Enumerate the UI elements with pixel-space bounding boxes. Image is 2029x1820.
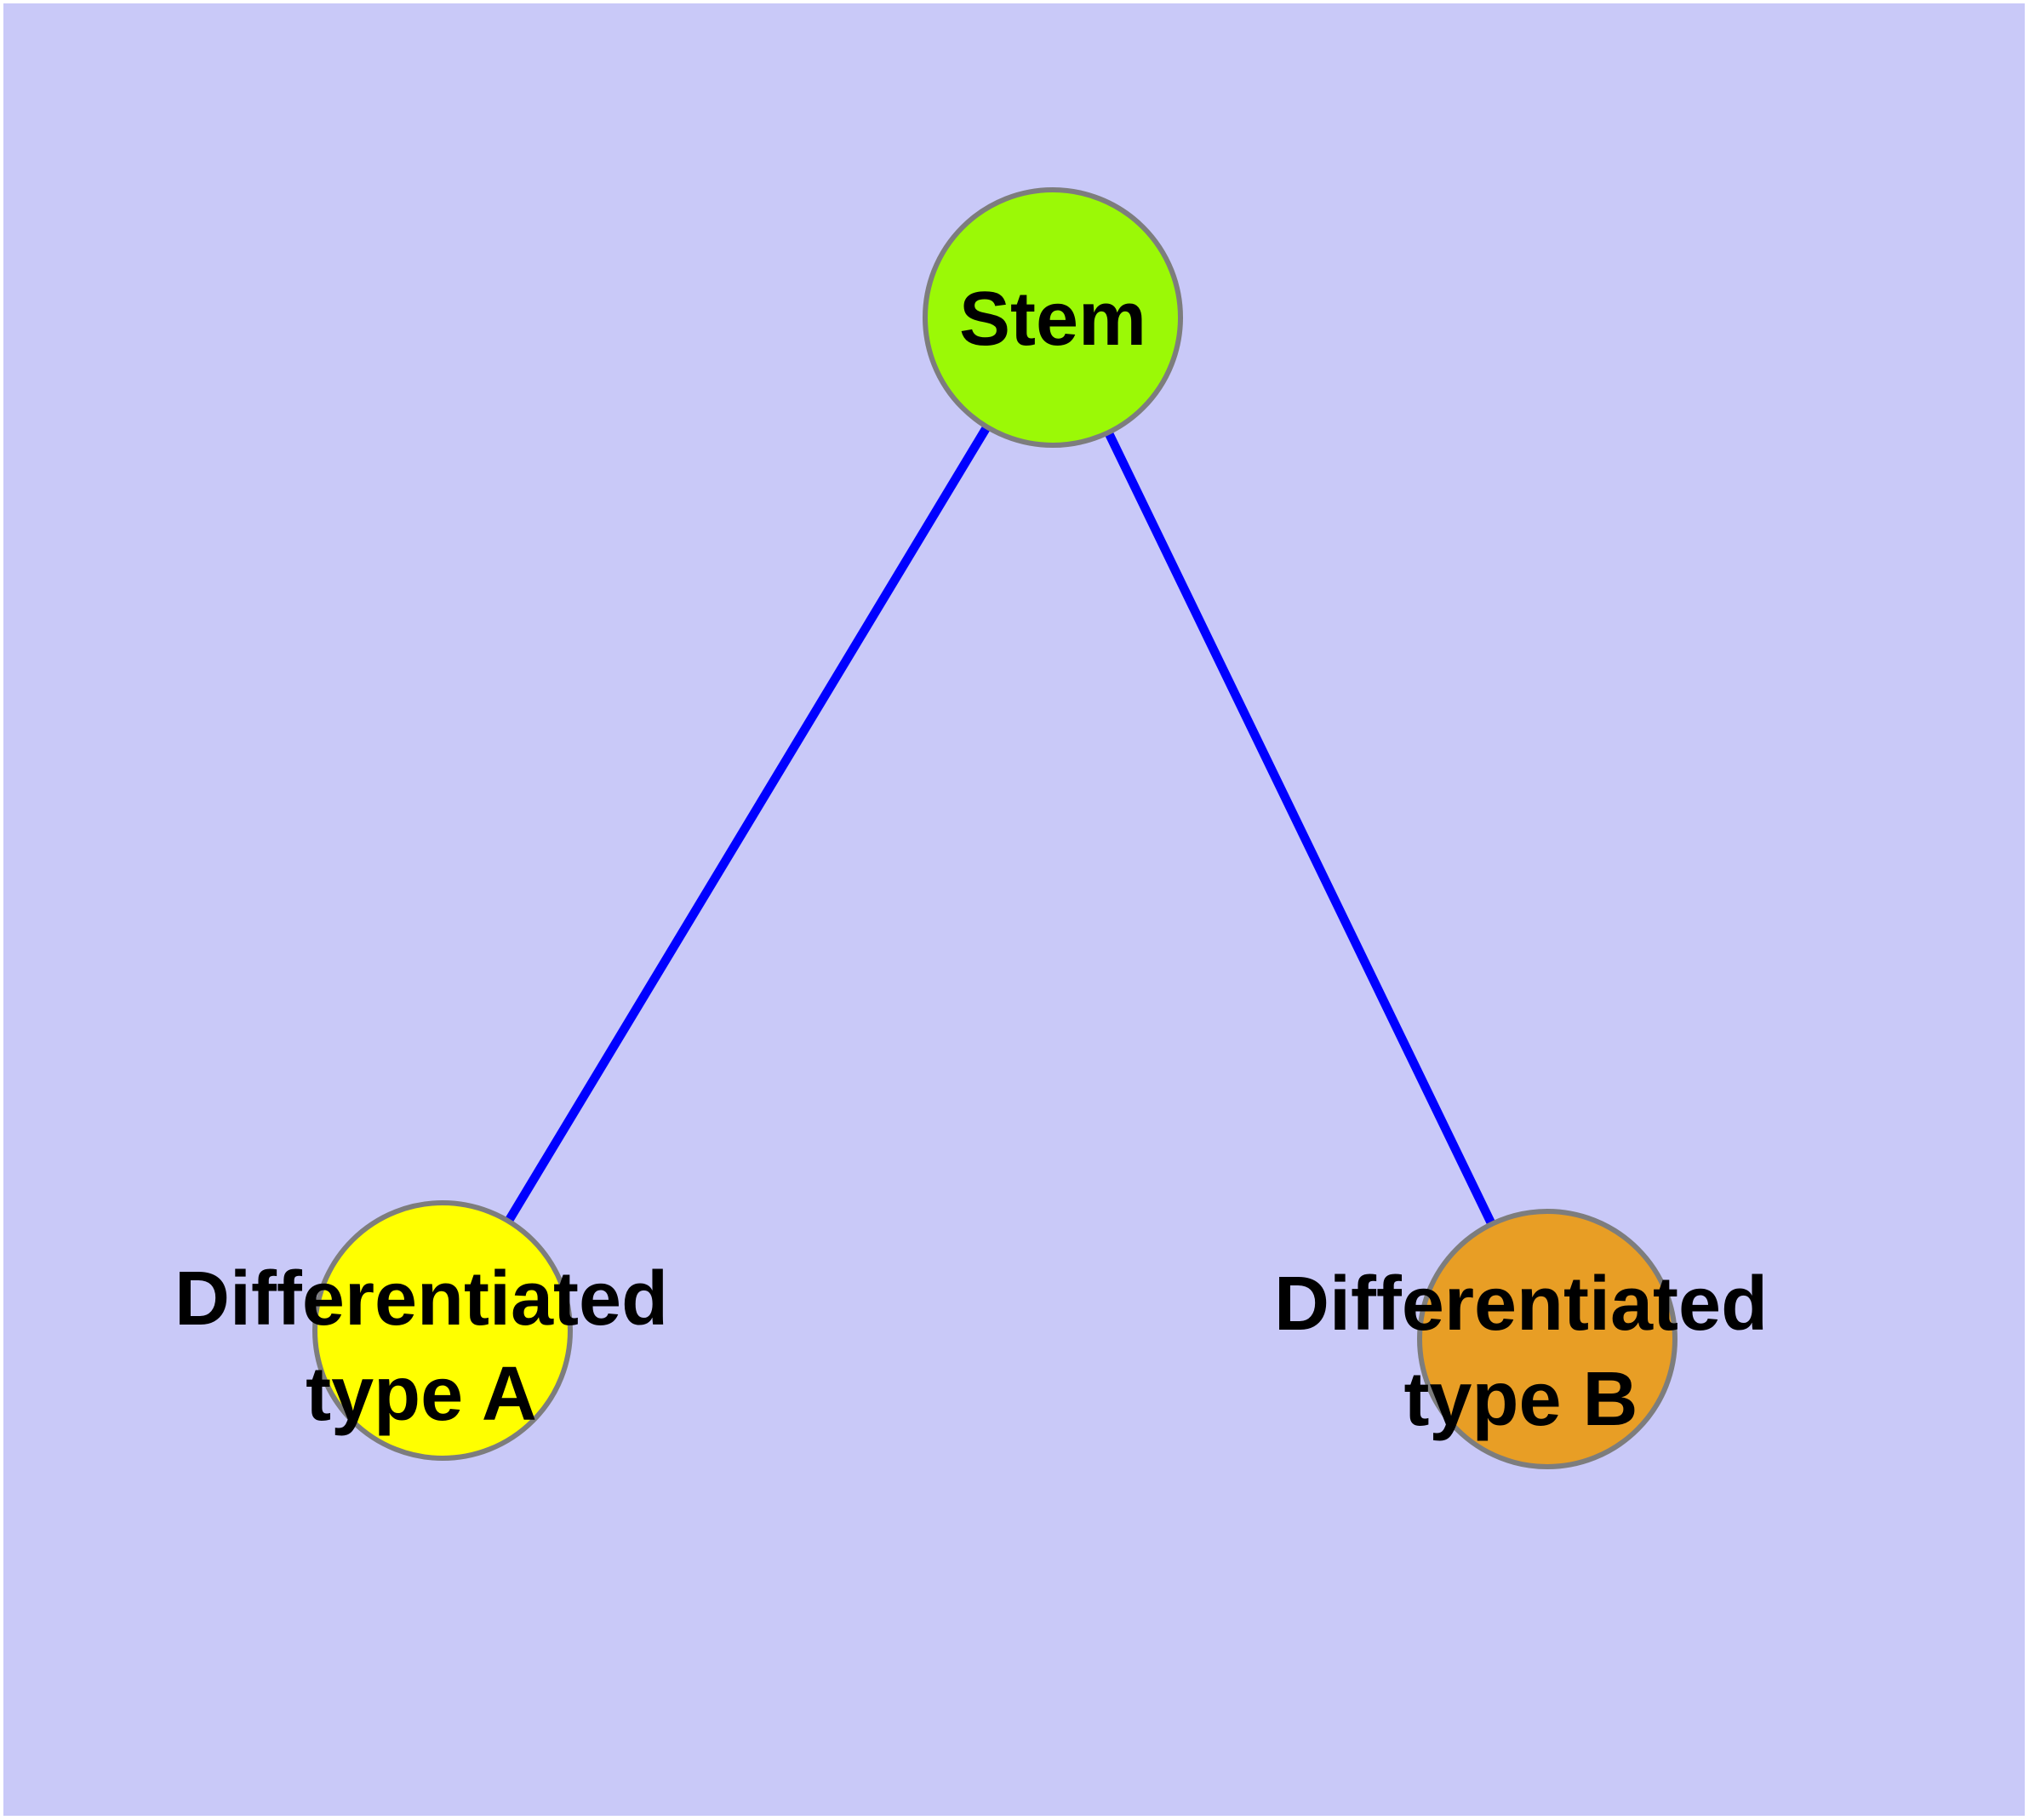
node-differentiated-type-a xyxy=(312,1200,573,1461)
node-type-b-label-line2: type B xyxy=(1403,1357,1638,1442)
diagram-canvas: Stem Differentiated type A Differentiate… xyxy=(3,3,2025,1816)
node-type-b-label-line1: Differentiated xyxy=(1273,1262,1769,1347)
node-type-a-label-line2: type A xyxy=(306,1352,537,1437)
node-differentiated-type-b xyxy=(1417,1209,1677,1469)
node-stem xyxy=(923,187,1183,448)
node-stem-label-text: Stem xyxy=(958,277,1147,362)
edge-stem-to-type-a xyxy=(438,315,1057,1333)
node-type-a-label-line1: Differentiated xyxy=(174,1256,669,1342)
node-type-b-label: Differentiated type B xyxy=(1274,1256,1768,1447)
node-type-a-label: Differentiated type A xyxy=(174,1251,668,1442)
edge-stem-to-type-b xyxy=(1049,315,1552,1342)
node-stem-label: Stem xyxy=(959,272,1146,367)
edge-layer xyxy=(438,315,1552,1342)
